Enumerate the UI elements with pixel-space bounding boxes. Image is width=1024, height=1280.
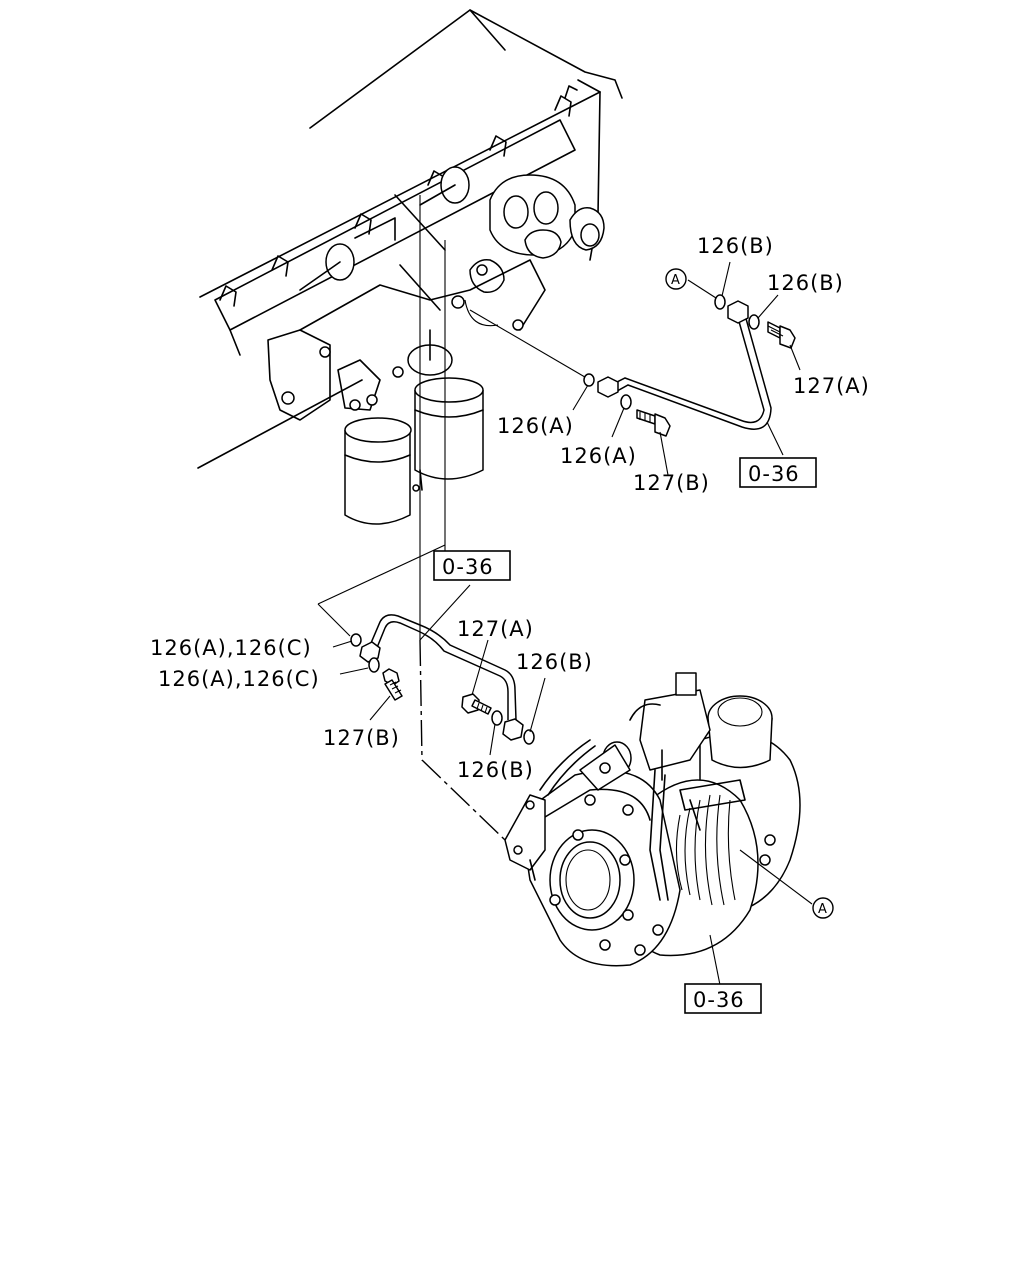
svg-text:A: A (818, 902, 827, 917)
marker-a-turbo: A (812, 897, 834, 919)
ref-label-bottom: 0-36 (693, 988, 745, 1012)
top-labels: 126(B) 126(B) 127(A) 126(A) 126(A) 127(B… (497, 234, 870, 495)
reference-box-top[interactable]: 0-36 (739, 457, 817, 488)
label-127b-top: 127(B) (633, 471, 710, 495)
lower-oil-pipe (359, 614, 524, 741)
label-126ac-mid-2: 126(A),126(C) (158, 667, 320, 691)
oil-filters (344, 329, 484, 525)
label-126b-top-1: 126(B) (697, 234, 774, 258)
label-126a-top-2: 126(A) (560, 444, 637, 468)
label-126b-mid-2: 126(B) (457, 758, 534, 782)
label-127a-top: 127(A) (793, 374, 870, 398)
label-126ac-mid-1: 126(A),126(C) (150, 636, 312, 660)
label-127b-mid: 127(B) (323, 726, 400, 750)
mid-fasteners (350, 633, 535, 745)
ref-label-top: 0-36 (748, 462, 800, 486)
mid-labels: 126(A),126(C) 126(A),126(C) 127(B) 127(A… (150, 617, 593, 782)
label-126a-top-1: 126(A) (497, 414, 574, 438)
mid-leaders (332, 584, 546, 756)
dash-leaders (317, 195, 506, 841)
turbocharger (504, 672, 813, 967)
top-leaders (572, 261, 801, 476)
label-126b-mid-1: 126(B) (516, 650, 593, 674)
label-126b-top-2: 126(B) (767, 271, 844, 295)
svg-text:A: A (671, 273, 680, 288)
top-fasteners (583, 294, 796, 437)
upper-oil-pipe (464, 299, 772, 430)
manifold-flanges (469, 174, 605, 293)
ref-label-mid: 0-36 (442, 555, 494, 579)
reference-box-mid[interactable]: 0-36 (433, 550, 511, 581)
marker-a-top: A (665, 268, 687, 290)
engine-block (197, 9, 623, 525)
label-127a-mid: 127(A) (457, 617, 534, 641)
reference-box-bottom[interactable]: 0-36 (684, 934, 762, 1014)
